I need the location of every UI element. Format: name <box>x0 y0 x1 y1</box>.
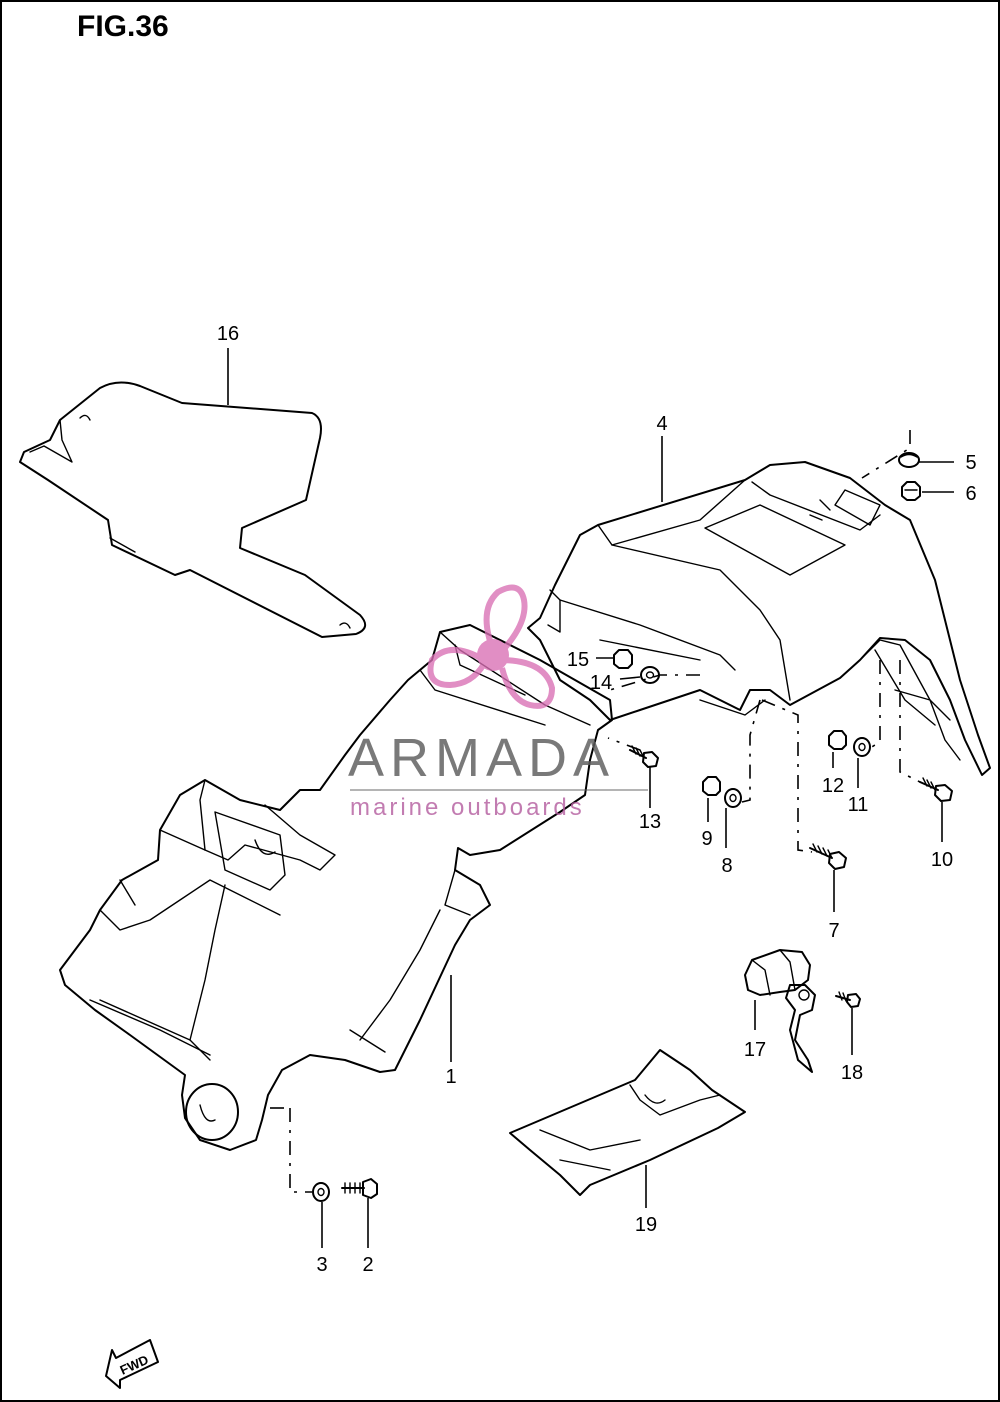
fwd-direction-arrow: FWD <box>105 1339 159 1389</box>
part-15-nut <box>613 649 633 669</box>
part-5-cap <box>898 452 920 468</box>
callout-18: 18 <box>841 1062 863 1084</box>
callout-17: 17 <box>744 1039 766 1061</box>
callout-labels: 16 4 5 6 15 14 13 12 11 9 8 10 7 17 18 1… <box>217 323 977 1276</box>
callout-2: 2 <box>362 1254 373 1276</box>
callout-5: 5 <box>965 452 976 474</box>
part-7-bolt <box>809 843 847 870</box>
callout-7: 7 <box>828 920 839 942</box>
callout-13: 13 <box>639 811 661 833</box>
part-10-bolt <box>919 777 953 802</box>
callout-1: 1 <box>445 1066 456 1088</box>
callout-11: 11 <box>848 794 869 816</box>
callout-4: 4 <box>656 413 667 435</box>
part-19-tool-bag <box>509 1049 746 1196</box>
part-12-nut <box>828 730 847 750</box>
part-17-seat-lock <box>744 949 816 1073</box>
callout-3: 3 <box>316 1254 327 1276</box>
watermark-brand: ARMADA <box>348 728 615 788</box>
assembly-lines <box>270 430 921 1193</box>
callout-12: 12 <box>822 775 844 797</box>
armada-watermark: ARMADA marine outboards <box>348 584 648 821</box>
part-13-bolt <box>629 745 659 768</box>
callout-14: 14 <box>590 672 612 694</box>
figure-title: FIG.36 <box>77 10 169 43</box>
callout-16: 16 <box>217 323 239 345</box>
callout-15: 15 <box>567 649 589 671</box>
propeller-icon <box>427 584 556 709</box>
part-4-rear-cover <box>527 461 991 776</box>
part-2-bolt <box>341 1178 378 1199</box>
callout-10: 10 <box>931 849 953 871</box>
callout-19: 19 <box>635 1214 657 1236</box>
part-8-washer <box>724 788 742 808</box>
part-16-plate <box>19 381 367 638</box>
leader-lines <box>227 348 954 1248</box>
callout-6: 6 <box>965 483 976 505</box>
part-3-washer <box>312 1182 330 1202</box>
watermark-tagline: marine outboards <box>350 794 585 821</box>
part-18-screw <box>835 991 861 1008</box>
part-11-washer <box>853 737 871 757</box>
callout-8: 8 <box>721 855 732 877</box>
callout-9: 9 <box>701 828 712 850</box>
part-9-nut <box>702 776 721 796</box>
part-6-nut <box>901 481 921 501</box>
